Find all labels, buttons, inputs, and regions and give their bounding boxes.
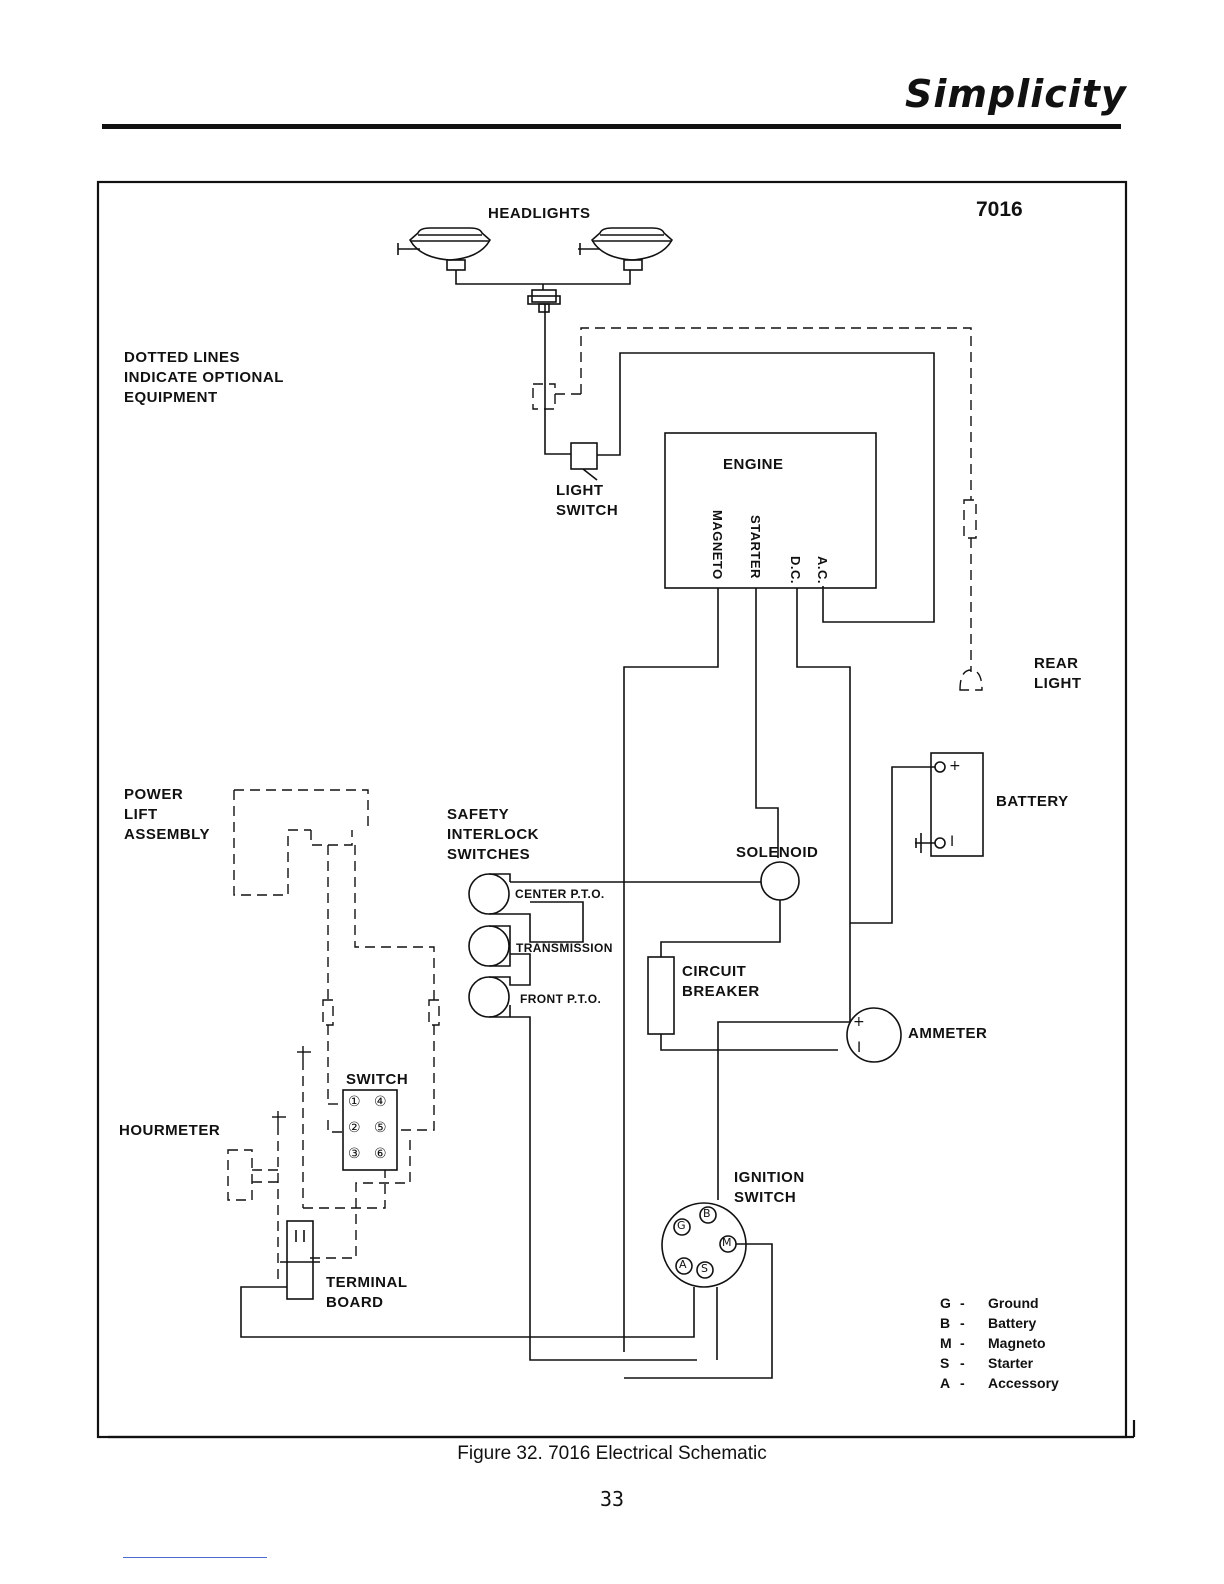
switch-terminal-6: ⑥ <box>374 1146 387 1162</box>
switch-terminal-4: ④ <box>374 1094 387 1110</box>
ignition-switch-label: IGNITION SWITCH <box>734 1169 805 1206</box>
ignition-terminal-a: A <box>679 1258 687 1271</box>
dotted-lines-note: DOTTED LINES INDICATE OPTIONAL EQUIPMENT <box>124 349 284 406</box>
light-switch-box <box>570 442 598 470</box>
legend-row: A-Accessory <box>940 1375 1059 1391</box>
headlight-right <box>578 227 674 271</box>
legend-row: S-Starter <box>940 1355 1034 1371</box>
ignition-terminal-s: S <box>701 1262 708 1275</box>
dc-label: D.C. <box>788 556 803 584</box>
front-pto-label: FRONT P.T.O. <box>520 992 602 1006</box>
power-lift-label: POWER LIFT ASSEMBLY <box>124 786 210 843</box>
battery-box <box>930 752 984 857</box>
terminal-board-box <box>286 1220 314 1300</box>
circuit-breaker-box <box>647 956 675 1035</box>
solenoid <box>760 861 800 901</box>
ignition-terminal-b: B <box>703 1207 711 1220</box>
terminal-board-label: TERMINAL BOARD <box>326 1274 408 1311</box>
legend-row: B-Battery <box>940 1315 1037 1331</box>
switch-terminal-5: ⑤ <box>374 1120 387 1136</box>
ammeter-positive-mark: + <box>853 1014 865 1030</box>
switch-terminal-1: ① <box>348 1094 361 1110</box>
model-number: 7016 <box>976 198 1023 221</box>
rear-light-label: REAR LIGHT <box>1034 655 1082 692</box>
legend-row: G-Ground <box>940 1295 1039 1311</box>
ammeter <box>846 1007 902 1063</box>
front-pto-switch <box>468 976 510 1018</box>
key-switch-box <box>342 1089 398 1171</box>
figure-caption: Figure 32. 7016 Electrical Schematic <box>457 1443 767 1464</box>
ignition-terminal-m: M <box>722 1236 732 1249</box>
switch-terminal-3: ③ <box>348 1146 361 1162</box>
battery-positive-mark: + <box>949 758 961 774</box>
header-rule <box>102 124 1121 129</box>
ignition-terminal-g: G <box>677 1219 686 1232</box>
headlight-left <box>397 227 492 271</box>
transmission-label: TRANSMISSION <box>516 941 613 955</box>
footnote-rule <box>123 1557 267 1558</box>
safety-interlock-label: SAFETY INTERLOCK SWITCHES <box>447 806 539 863</box>
solenoid-label: SOLENOID <box>736 844 819 861</box>
circuit-breaker-label: CIRCUIT BREAKER <box>682 963 760 1000</box>
terminal-legend: G-Ground B-Battery M-Magneto S-Starter A… <box>940 1293 1059 1393</box>
light-switch-label: LIGHT SWITCH <box>556 482 619 519</box>
center-pto-label: CENTER P.T.O. <box>515 887 605 901</box>
ammeter-label: AMMETER <box>908 1025 988 1042</box>
ammeter-negative-mark: I <box>857 1040 862 1056</box>
battery-negative-mark: I <box>950 834 955 850</box>
page-number: 33 <box>599 1487 625 1511</box>
engine-label: ENGINE <box>723 456 784 473</box>
switch-terminal-2: ② <box>348 1120 361 1136</box>
legend-row: M-Magneto <box>940 1335 1046 1351</box>
magneto-label: MAGNETO <box>710 510 725 580</box>
headlights-label: HEADLIGHTS <box>488 205 591 222</box>
transmission-switch <box>468 925 510 967</box>
brand-logo: Simplicity <box>905 72 1127 116</box>
center-pto-switch <box>468 873 510 915</box>
starter-label: STARTER <box>748 515 763 579</box>
battery-label: BATTERY <box>996 793 1069 810</box>
ignition-switch <box>661 1202 747 1288</box>
ac-label: A.C. <box>815 556 830 584</box>
switch-label: SWITCH <box>346 1071 409 1088</box>
engine-box <box>664 432 877 589</box>
hourmeter-label: HOURMETER <box>119 1122 221 1139</box>
